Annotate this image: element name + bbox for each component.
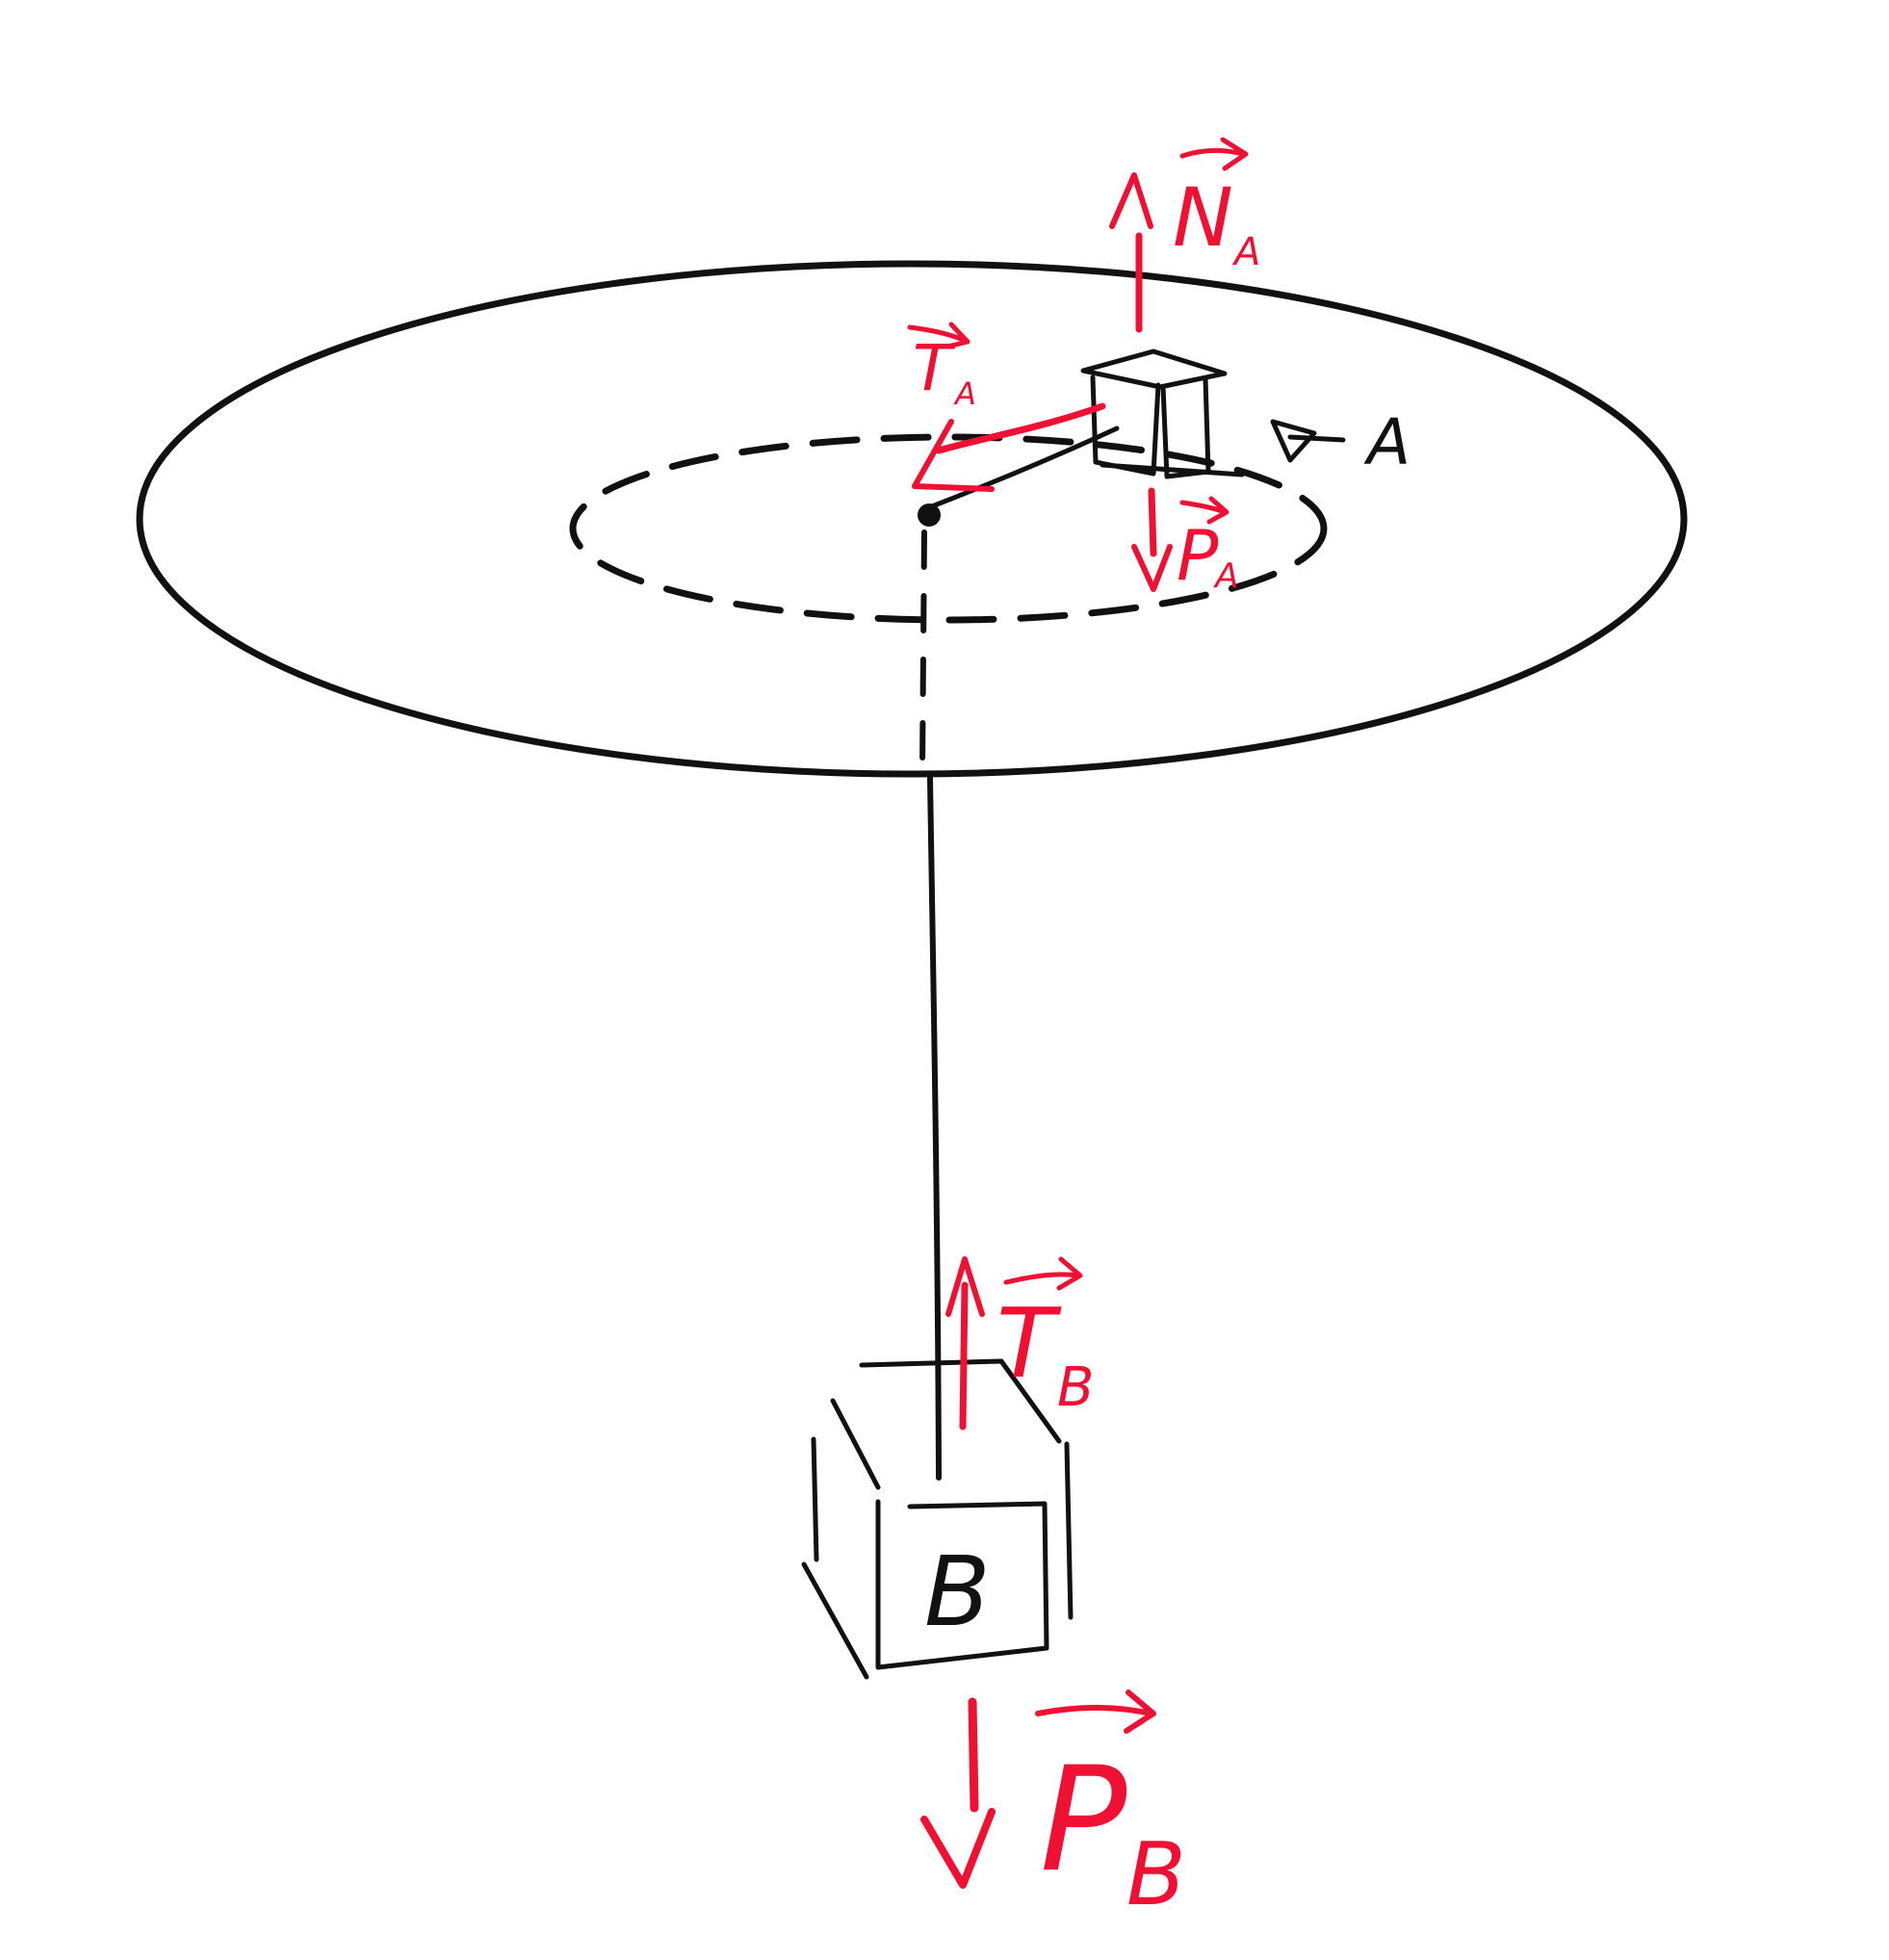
pointer-arrowhead <box>1270 419 1317 463</box>
tension-a-shaft <box>935 402 1106 454</box>
tension-a-arrowhead <box>912 419 995 492</box>
tension-b-arrowhead <box>945 1256 985 1317</box>
force-weight-a <box>1131 487 1229 592</box>
normal-a-subscript: A <box>1231 230 1260 274</box>
normal-a-symbol: N <box>1173 170 1233 265</box>
tension-b-subscript: B <box>1057 1356 1094 1419</box>
block-b-front-face <box>875 1499 1049 1670</box>
turntable <box>136 260 1688 1481</box>
weight-a-arrowhead <box>1131 544 1173 592</box>
weight-a-symbol: P <box>1177 515 1219 596</box>
pointer-line <box>1287 434 1346 443</box>
normal-a-vector-mark <box>1179 137 1249 171</box>
force-tension-b <box>945 1256 1083 1431</box>
block-a-side-face <box>1160 375 1211 479</box>
force-normal-a <box>1109 137 1249 333</box>
block-b-right-edge <box>1064 1441 1074 1620</box>
weight-b-subscript: B <box>1126 1824 1186 1925</box>
weight-a-subscript: A <box>1213 556 1239 596</box>
string-to-block-b <box>927 775 942 1481</box>
center-hole <box>918 503 941 527</box>
block-a-top-face <box>1080 348 1228 390</box>
block-b-top-back-edge <box>859 1358 1004 1368</box>
weight-a-shaft <box>1148 487 1157 557</box>
block-b <box>801 1358 1074 1680</box>
tension-b-vector-mark <box>1003 1256 1083 1291</box>
weight-b-symbol: P <box>1040 1737 1127 1904</box>
tension-a-vector-mark <box>907 322 970 349</box>
block-a-base-edge <box>1100 462 1245 477</box>
tension-a-symbol: T <box>913 331 956 405</box>
tension-b-symbol: T <box>996 1287 1062 1400</box>
string-through-hole-dashed <box>919 529 927 773</box>
weight-b-arrowhead <box>920 1808 996 1889</box>
weight-a-vector-mark <box>1179 496 1229 525</box>
block-b-left-edge <box>811 1436 819 1562</box>
weight-b-vector-mark <box>1035 1689 1156 1734</box>
circular-path-dashed <box>569 433 1328 624</box>
weight-b-shaft <box>968 1697 979 1813</box>
block-a-front-face <box>1090 374 1161 477</box>
block-b-bottom-left-edge <box>801 1561 869 1680</box>
block-a-pointer <box>1270 419 1346 463</box>
normal-a-arrowhead <box>1109 172 1153 229</box>
block-a <box>1080 348 1245 479</box>
block-b-label: B <box>924 1535 991 1648</box>
block-a-label: A <box>1363 405 1410 479</box>
force-weight-b <box>920 1689 1156 1889</box>
block-b-top-left-edge <box>830 1398 881 1490</box>
tension-b-shaft <box>959 1281 969 1431</box>
block-b-top-right-edge <box>998 1358 1062 1444</box>
turntable-outer-edge <box>136 260 1688 778</box>
force-tension-a <box>907 322 1106 492</box>
tension-a-subscript: A <box>953 375 976 412</box>
